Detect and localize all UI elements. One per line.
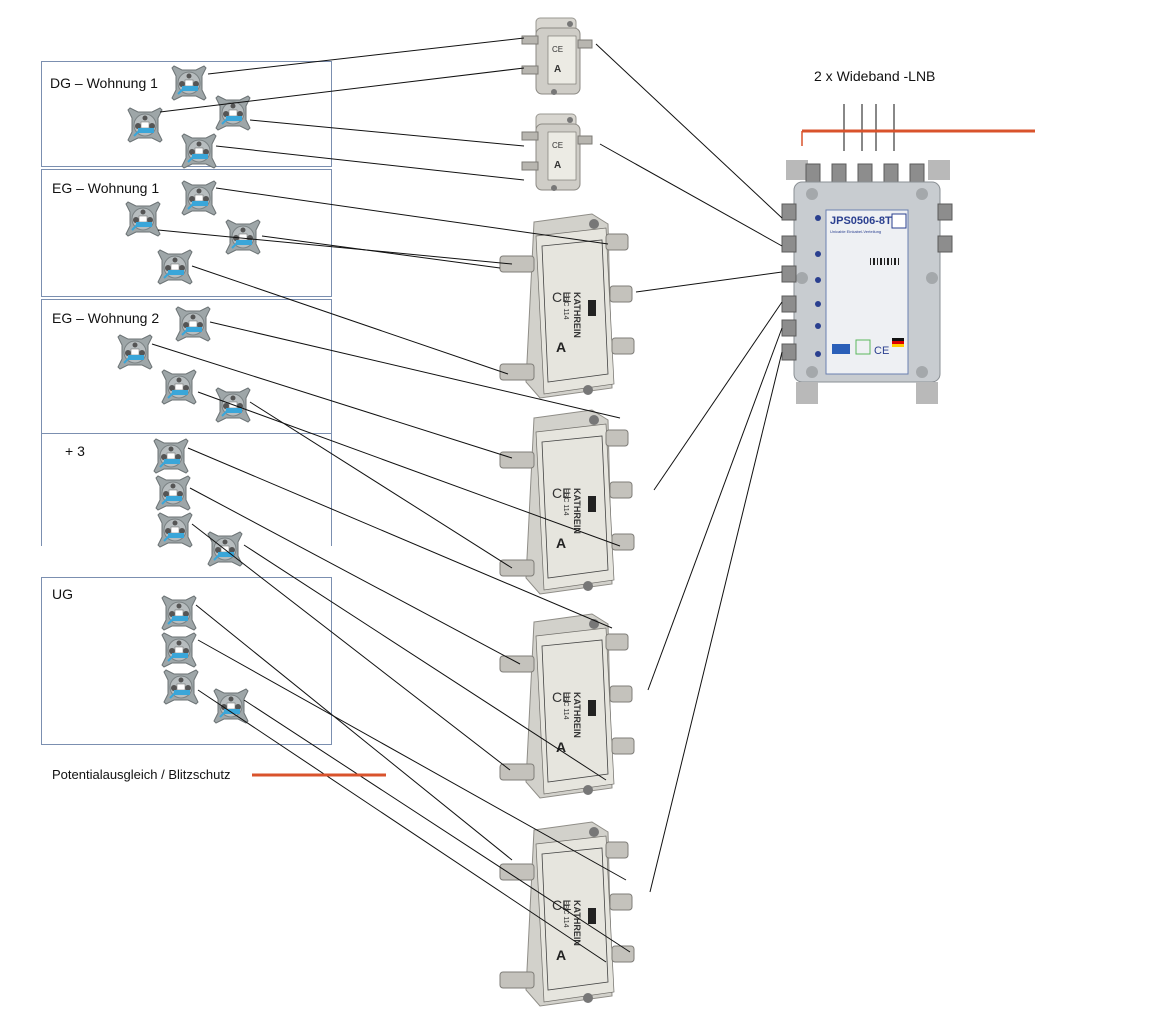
svg-text:A: A	[556, 947, 566, 963]
four-way-splitter: CE KATHREIN EBC 114 A	[499, 613, 635, 799]
two-way-splitter: CE A	[521, 17, 593, 95]
multiswitch-output-ports	[781, 203, 953, 361]
antenna-socket-icon	[215, 387, 251, 423]
zone-label-plus-3: + 3	[65, 443, 85, 459]
antenna-socket-icon	[215, 95, 251, 131]
svg-text:CE: CE	[552, 289, 571, 305]
antenna-socket-icon	[181, 180, 217, 216]
svg-text:A: A	[554, 64, 561, 75]
antenna-socket-icon	[125, 201, 161, 237]
svg-text:CE: CE	[552, 45, 563, 54]
antenna-socket-icon	[157, 512, 193, 548]
svg-text:EBC 114: EBC 114	[562, 488, 569, 516]
two-way-splitter: CE A	[521, 113, 593, 191]
antenna-socket-icon	[155, 475, 191, 511]
svg-text:A: A	[554, 160, 561, 171]
antenna-socket-icon	[207, 531, 243, 567]
zone-divider	[41, 433, 331, 434]
svg-text:KATHREIN: KATHREIN	[572, 692, 582, 738]
barcode	[870, 258, 899, 265]
svg-text:KATHREIN: KATHREIN	[572, 900, 582, 946]
svg-text:EBC 114: EBC 114	[562, 900, 569, 928]
svg-text:A: A	[556, 535, 566, 551]
antenna-socket-icon	[161, 369, 197, 405]
trunk-cable	[647, 327, 783, 691]
trunk-cable	[635, 271, 783, 293]
svg-text:A: A	[556, 339, 566, 355]
multiswitch-model-text: JPS0506-8T	[830, 215, 892, 227]
antenna-socket-icon	[157, 249, 193, 285]
zone-label-eg-wohnung-2: EG – Wohnung 2	[52, 310, 160, 326]
svg-text:Unicable Einkabel-Verteilung: Unicable Einkabel-Verteilung	[830, 229, 881, 234]
antenna-socket-icon	[171, 65, 207, 101]
zone-label-ug: UG	[52, 586, 73, 602]
svg-text:EBC 114: EBC 114	[562, 292, 569, 320]
multiswitch-jps0506-8t: JPS0506-8T Unicable Einkabel-Verteilung …	[781, 160, 953, 404]
four-way-splitter: CE KATHREIN EBC 114 A	[499, 213, 635, 399]
lnb-label: 2 x Wideband -LNB	[814, 68, 936, 84]
four-way-splitter: CE KATHREIN EBC 114 A	[499, 409, 635, 595]
antenna-socket-icon	[175, 306, 211, 342]
grounding-label: Potentialausgleich / Blitzschutz	[52, 767, 231, 782]
svg-text:CE: CE	[874, 345, 889, 357]
svg-text:A: A	[556, 739, 566, 755]
multiswitch-input-ports	[805, 163, 925, 187]
antenna-socket-icon	[153, 438, 189, 474]
svg-text:EBC 114: EBC 114	[562, 692, 569, 720]
zone-label-eg-wohnung-1: EG – Wohnung 1	[52, 180, 160, 196]
zone-label-dg-wohnung-1: DG – Wohnung 1	[50, 75, 158, 91]
antenna-socket-icon	[163, 669, 199, 705]
trunk-cable	[653, 301, 783, 491]
trunk-cable	[595, 43, 783, 219]
antenna-socket-icon	[225, 219, 261, 255]
antenna-socket-icon	[127, 107, 163, 143]
svg-text:KATHREIN: KATHREIN	[572, 292, 582, 338]
antenna-socket-icon	[161, 632, 197, 668]
trunk-cable	[649, 351, 783, 893]
svg-text:KATHREIN: KATHREIN	[572, 488, 582, 534]
four-way-splitter: CE KATHREIN EBC 114 A	[499, 821, 635, 1007]
svg-text:CE: CE	[552, 141, 563, 150]
antenna-socket-icon	[117, 334, 153, 370]
antenna-socket-icon	[213, 688, 249, 724]
antenna-socket-icon	[161, 595, 197, 631]
antenna-socket-icon	[181, 133, 217, 169]
